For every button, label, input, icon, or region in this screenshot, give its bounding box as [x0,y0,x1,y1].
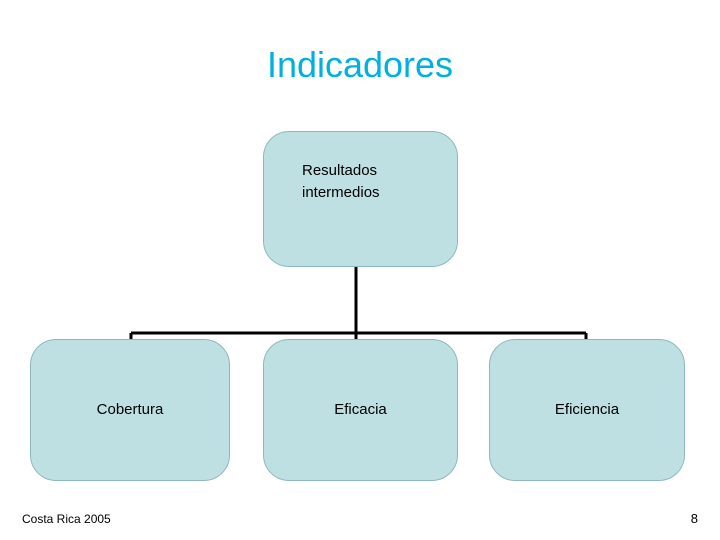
node-label: Eficiencia [554,401,620,419]
diagram-node-eficiencia[interactable]: Eficiencia [489,339,685,481]
diagram-node-resultados-intermedios[interactable]: Resultados intermedios [263,131,458,267]
node-label: Resultados intermedios [302,162,380,201]
slide-page-number: 8 [690,511,698,526]
diagram-node-eficacia[interactable]: Eficacia [263,339,458,481]
page-title: Indicadores [266,44,454,85]
node-label: Eficacia [334,401,387,419]
footer-source-text: Costa Rica 2005 [22,512,111,526]
node-label: Cobertura [96,401,164,419]
diagram-node-cobertura[interactable]: Cobertura [30,339,230,481]
